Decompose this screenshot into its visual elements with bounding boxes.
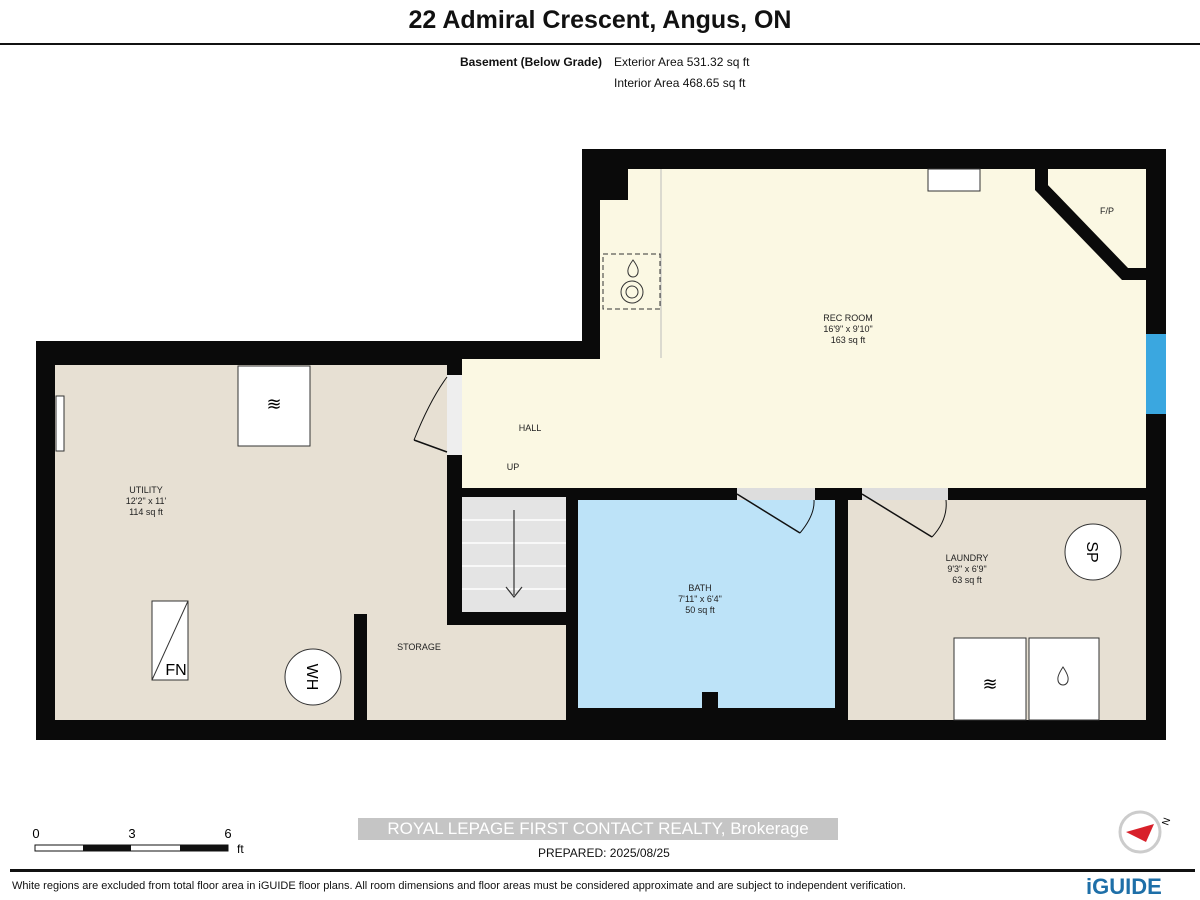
toilet-icon: [620, 280, 644, 304]
prepared-date: PREPARED: 2025/08/25: [538, 846, 670, 860]
water-heater: [284, 648, 342, 706]
header-divider: [0, 43, 1200, 45]
utility-area-label: 114 sq ft: [129, 507, 163, 517]
bath-door-opening: [737, 488, 815, 500]
storage-area: [367, 625, 566, 720]
bath-area-label: 50 sq ft: [685, 605, 715, 615]
laundry-door-swing: [931, 499, 947, 538]
utility-name: UTILITY: [129, 485, 163, 495]
fixture-rec: [927, 168, 981, 192]
fn-label: FN: [165, 662, 186, 679]
rec-room-area: [600, 169, 1146, 488]
iguide-logo: iGUIDE: [1086, 874, 1162, 899]
up-label: UP: [507, 462, 520, 472]
scale-tick-6: 6: [224, 826, 231, 841]
sump-pump: [1064, 523, 1122, 581]
exterior-area: Exterior Area 531.32 sq ft: [614, 55, 750, 69]
scale-unit: ft: [237, 842, 244, 856]
laundry-name: LAUNDRY: [946, 553, 989, 563]
svg-text:N: N: [1160, 816, 1173, 827]
rec-room-area-label: 163 sq ft: [831, 335, 866, 345]
utility-door: [413, 439, 448, 453]
laundry-dims: 9'3" x 6'9": [947, 564, 986, 574]
sp-label: SP: [1083, 541, 1100, 562]
rec-room-dims: 16'9" x 9'10": [823, 324, 872, 334]
utility-door-opening: [447, 375, 462, 455]
bath-dims: 7'11" x 6'4": [678, 594, 722, 604]
storage-wall: [354, 614, 367, 720]
rec-room-name: REC ROOM: [823, 313, 873, 323]
brokerage-watermark: ROYAL LEPAGE FIRST CONTACT REALTY, Broke…: [358, 818, 838, 840]
scale-tick-3: 3: [128, 826, 135, 841]
laundry-area-label: 63 sq ft: [952, 575, 982, 585]
toilet-inner: [625, 285, 639, 299]
hall-name: HALL: [519, 423, 542, 433]
window: [1146, 334, 1166, 414]
utility-door-swing: [413, 376, 448, 441]
scale-tick-0: 0: [32, 826, 39, 841]
washer: [953, 637, 1027, 721]
interior-area: Interior Area 468.65 sq ft: [614, 76, 746, 90]
compass-icon: N: [1118, 810, 1173, 854]
furnace-diagonal: [151, 600, 189, 681]
stair-arrow: [505, 510, 523, 598]
bath-door: [736, 493, 801, 534]
fireplace: [1048, 170, 1142, 266]
panel: [55, 395, 65, 452]
drop-icon: [627, 259, 639, 278]
bath-laundry-wall: [835, 488, 848, 720]
footer-divider: [10, 869, 1195, 872]
stair-wall: [566, 488, 578, 625]
fireplace-wall: [1035, 169, 1146, 280]
bath-notch: [702, 692, 718, 708]
property-title: 22 Admiral Crescent, Angus, ON: [408, 6, 792, 34]
laundry-door-opening: [862, 488, 948, 500]
utility-dims: 12'2" x 11': [126, 496, 167, 506]
rec-room-left-wall: [582, 341, 600, 359]
wave-icon: ≋: [266, 394, 281, 414]
dryer: [1028, 637, 1100, 721]
utility-sink: [237, 365, 311, 447]
drop-icon-dryer: [1057, 666, 1069, 686]
wave-icon-washer: ≋: [982, 674, 997, 694]
bath-name: BATH: [688, 583, 711, 593]
scale-bar: [34, 844, 229, 852]
floor-name: Basement (Below Grade): [459, 55, 602, 69]
bath-area: [578, 500, 835, 708]
bath-door-swing: [799, 499, 815, 534]
wh-label: WH: [303, 664, 320, 691]
storage-name: STORAGE: [397, 642, 441, 652]
notch: [600, 169, 628, 200]
disclaimer: White regions are excluded from total fl…: [12, 880, 906, 892]
hall-area: [462, 359, 602, 488]
stairs-bottom-wall: [447, 612, 577, 625]
fp-label: F/P: [1100, 206, 1114, 216]
laundry-door: [861, 493, 933, 538]
